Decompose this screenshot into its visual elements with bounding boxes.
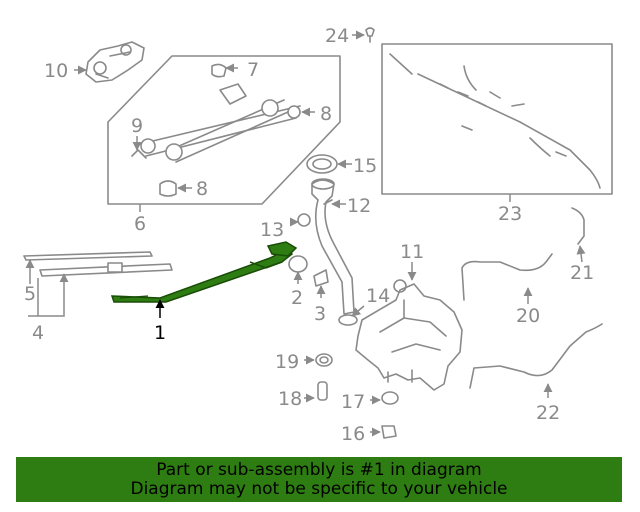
callout-12: 12 xyxy=(347,195,371,217)
callout-7: 7 xyxy=(247,59,259,81)
washer-reservoir xyxy=(355,279,463,391)
callout-22: 22 xyxy=(536,402,560,424)
banner-line-2: Diagram may not be specific to your vehi… xyxy=(130,478,508,499)
callout-1: 1 xyxy=(154,322,166,344)
callout-21: 21 xyxy=(570,262,594,284)
hose-21 xyxy=(571,207,585,245)
callout-10: 10 xyxy=(44,60,68,82)
parts-diagram: 10 7 8 8 9 6 24 23 xyxy=(23,25,613,445)
filler-neck xyxy=(311,178,355,315)
wiper-motor xyxy=(85,41,145,83)
grommet-17 xyxy=(381,391,399,405)
info-banner: Part or sub-assembly is #1 in diagram Di… xyxy=(16,457,622,502)
callout-3: 3 xyxy=(314,303,326,325)
filler-cap xyxy=(306,154,338,174)
wiper-linkage-assembly xyxy=(107,55,341,205)
pump xyxy=(317,381,328,401)
callout-24: 24 xyxy=(325,25,349,47)
washer-hose-set xyxy=(381,43,613,195)
hose-22 xyxy=(469,323,603,389)
cover xyxy=(313,269,329,287)
banner-line-1: Part or sub-assembly is #1 in diagram xyxy=(156,459,482,480)
wiper-blade xyxy=(23,251,173,277)
callout-17: 17 xyxy=(341,391,365,413)
callout-4: 4 xyxy=(32,322,44,344)
callout-18: 18 xyxy=(278,388,302,410)
callout-6: 6 xyxy=(134,213,146,235)
callout-13: 13 xyxy=(260,219,284,241)
callout-15: 15 xyxy=(353,155,377,177)
grommet xyxy=(297,213,311,227)
seal xyxy=(338,314,358,326)
connector xyxy=(381,425,397,439)
callout-5: 5 xyxy=(24,283,36,305)
washer-nozzle xyxy=(365,27,375,43)
callout-8-top: 8 xyxy=(320,103,332,125)
callout-8-bottom: 8 xyxy=(196,178,208,200)
wiper-arm-highlighted xyxy=(110,241,298,303)
grommet-19 xyxy=(315,353,333,367)
callout-11: 11 xyxy=(400,241,424,263)
callout-14: 14 xyxy=(366,285,390,307)
hose-20 xyxy=(461,253,553,301)
callout-19: 19 xyxy=(275,351,299,373)
callout-2: 2 xyxy=(291,287,303,309)
cap xyxy=(288,255,308,273)
callout-23: 23 xyxy=(498,203,522,225)
callout-16: 16 xyxy=(341,423,365,445)
callout-9: 9 xyxy=(131,115,143,137)
callout-20: 20 xyxy=(516,305,540,327)
